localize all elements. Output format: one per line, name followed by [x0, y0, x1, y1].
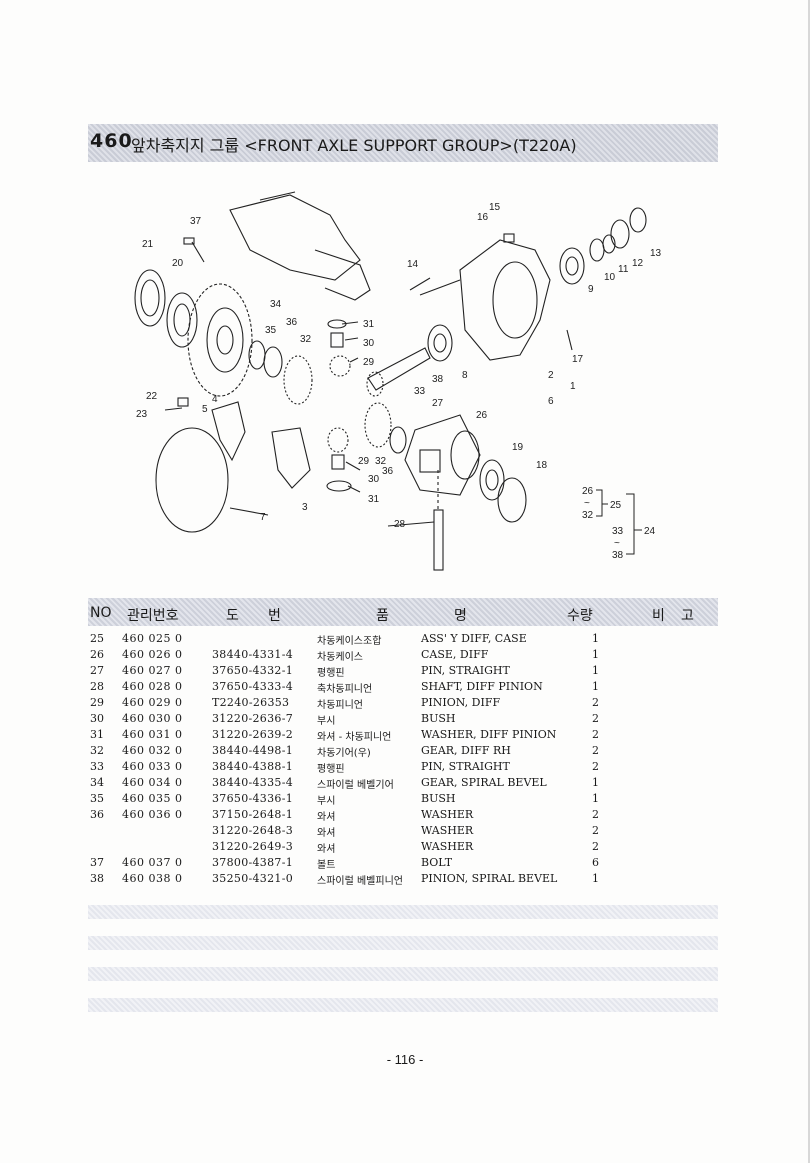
callout-1: 1 — [570, 381, 576, 392]
differential-case-26 — [404, 414, 481, 496]
callout-20: 20 — [172, 258, 184, 269]
callout-30b: 30 — [368, 474, 380, 485]
callout-5: 5 — [202, 404, 208, 415]
callout-14: 14 — [407, 259, 419, 270]
svg-text:25: 25 — [610, 500, 622, 511]
svg-text:26: 26 — [582, 486, 594, 497]
col-header-no: NO — [90, 605, 112, 621]
callout-8: 8 — [462, 370, 468, 381]
callout-27: 27 — [432, 398, 444, 409]
svg-text:~: ~ — [614, 538, 620, 549]
callout-31b: 31 — [368, 494, 380, 505]
empty-row-band — [88, 998, 718, 1012]
callout-22: 22 — [146, 391, 158, 402]
callout-17: 17 — [572, 354, 584, 365]
callout-23: 23 — [136, 409, 148, 420]
callout-19: 19 — [512, 442, 524, 453]
callout-32: 32 — [300, 334, 312, 345]
page-number: - 116 - — [386, 1052, 424, 1067]
empty-row-band — [88, 905, 718, 919]
callout-6: 6 — [548, 396, 554, 407]
callout-18: 18 — [536, 460, 548, 471]
col-header-name-1: 품 — [376, 608, 389, 624]
callout-2: 2 — [548, 370, 554, 381]
col-header-drawing-2: 번 — [268, 608, 281, 624]
callout-11: 11 — [618, 264, 629, 275]
group-title: 앞차축지지 그룹 <FRONT AXLE SUPPORT GROUP>(T220… — [131, 136, 577, 155]
svg-text:33: 33 — [612, 526, 624, 537]
cover-housing — [459, 239, 551, 361]
callout-28: 28 — [394, 519, 406, 530]
col-header-remark-1: 비 — [652, 608, 665, 624]
col-header-qty: 수량 — [567, 608, 593, 624]
svg-text:38: 38 — [612, 550, 624, 561]
callout-12: 12 — [632, 258, 644, 269]
svg-text:24: 24 — [644, 526, 656, 537]
col-header-remark-2: 고 — [681, 608, 694, 624]
callout-33: 33 — [414, 386, 426, 397]
callout-29b: 29 — [358, 456, 370, 467]
bearing-20 — [166, 292, 198, 348]
callout-7: 7 — [260, 512, 266, 523]
empty-row-band — [88, 967, 718, 981]
callout-38: 38 — [432, 374, 444, 385]
gasket-7 — [155, 427, 229, 533]
diff-pinion-shaft-28 — [433, 509, 444, 571]
callout-35: 35 — [265, 325, 277, 336]
empty-row-band — [88, 936, 718, 950]
callout-36b: 36 — [382, 466, 394, 477]
spiral-bevel-gear-34 — [187, 283, 253, 397]
callout-21: 21 — [142, 239, 154, 250]
callout-32b: 32 — [375, 456, 387, 467]
callout-labels: 15 16 37 21 20 14 13 12 11 10 9 34 36 35… — [136, 202, 662, 530]
callout-13: 13 — [650, 248, 662, 259]
table-header-band — [88, 598, 718, 626]
col-header-name-2: 명 — [454, 608, 467, 624]
callout-15: 15 — [489, 202, 501, 213]
col-header-code: 관리번호 — [127, 608, 179, 624]
col-header-drawing-1: 도 — [226, 608, 239, 624]
group-number: 460 — [90, 130, 133, 152]
assembly-legend: 26 ~ 32 25 33 ~ 38 24 — [582, 486, 656, 561]
seal-21 — [134, 269, 166, 327]
axle-housing — [229, 194, 361, 281]
callout-26: 26 — [476, 410, 488, 421]
callout-31: 31 — [363, 319, 375, 330]
callout-10: 10 — [604, 272, 616, 283]
header-band — [88, 124, 718, 162]
callout-37: 37 — [190, 216, 202, 227]
exploded-parts-diagram: 15 16 37 21 20 14 13 12 11 10 9 34 36 35… — [134, 191, 662, 571]
callout-9: 9 — [588, 284, 594, 295]
callout-3: 3 — [302, 502, 308, 513]
svg-text:~: ~ — [584, 498, 590, 509]
callout-29: 29 — [363, 357, 375, 368]
callout-30: 30 — [363, 338, 375, 349]
callout-36: 36 — [286, 317, 298, 328]
callout-4: 4 — [212, 394, 218, 405]
svg-text:32: 32 — [582, 510, 594, 521]
callout-34: 34 — [270, 299, 282, 310]
callout-16: 16 — [477, 212, 489, 223]
